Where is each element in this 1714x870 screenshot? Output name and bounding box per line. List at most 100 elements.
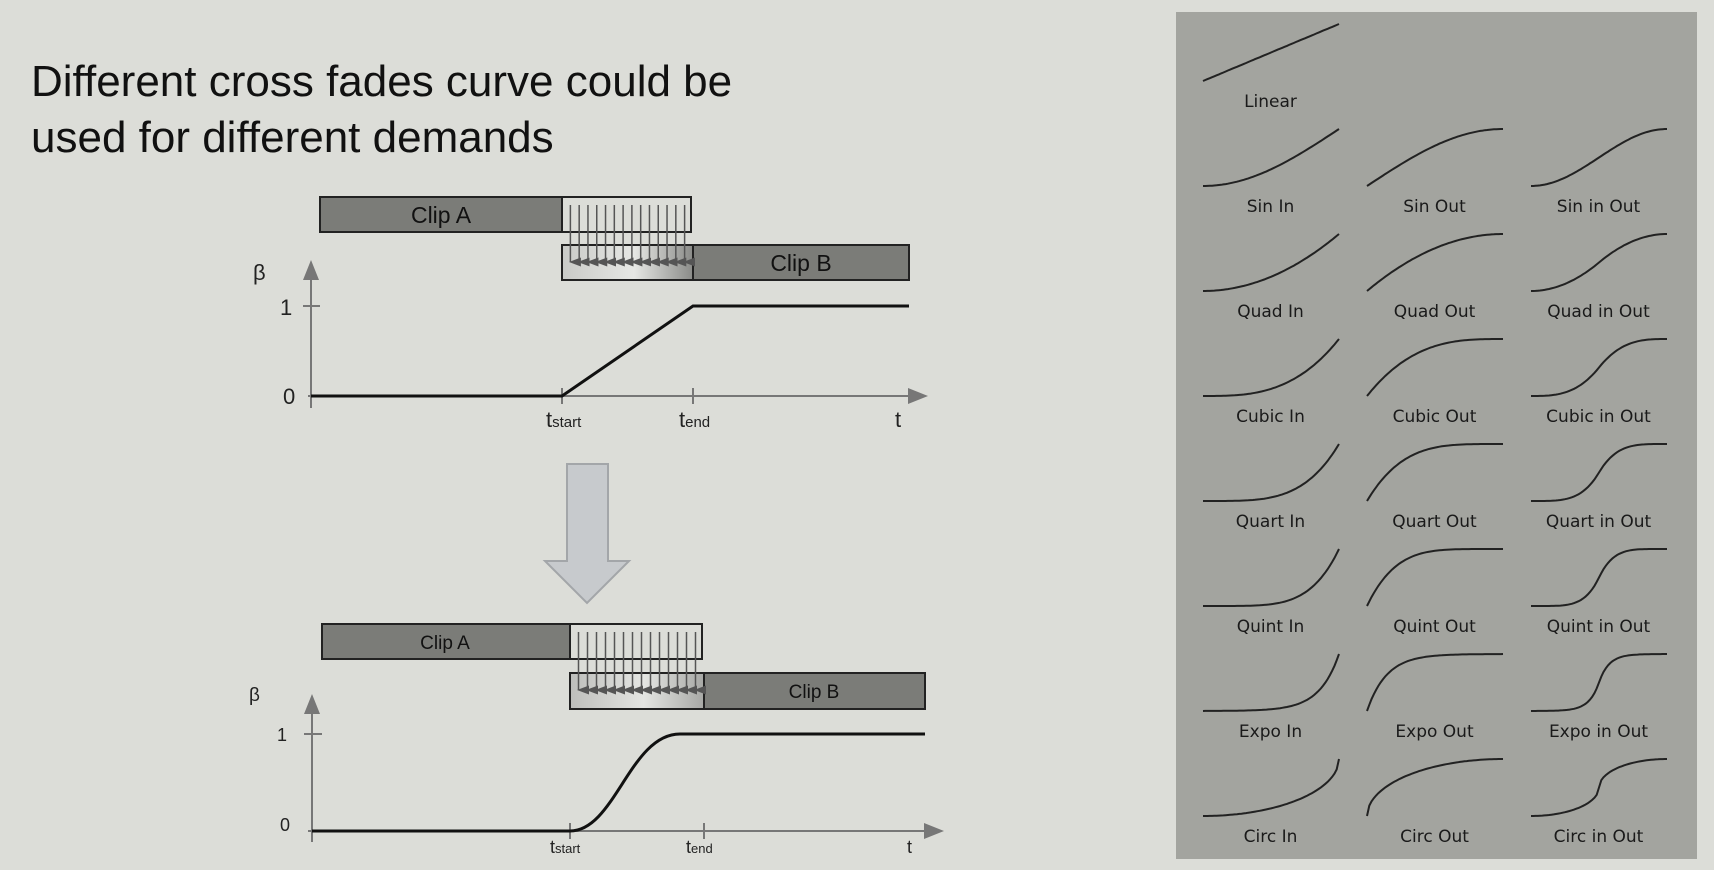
- easing-curve-quad-in: [1203, 233, 1340, 292]
- easing-label: Linear: [1244, 92, 1297, 112]
- easing-curve-expo-in: [1202, 653, 1340, 712]
- easing-cell-expo-in-out: Expo in Out: [1504, 642, 1668, 747]
- bottom-tick-0-label: 0: [280, 815, 290, 835]
- easing-label: Circ Out: [1400, 827, 1469, 847]
- bottom-fade-arrows: [577, 632, 706, 695]
- easing-label: Quad In: [1237, 302, 1304, 322]
- top-fade-arrows: [568, 205, 696, 267]
- easing-curve-quint-in: [1203, 548, 1340, 607]
- easing-cell-sin-out: Sin Out: [1340, 117, 1504, 222]
- easing-cell-sin-in: Sin In: [1176, 117, 1340, 222]
- easing-cell-quint-in: Quint In: [1176, 537, 1340, 642]
- easing-label: Quart Out: [1392, 512, 1477, 532]
- easing-cell-circ-in: Circ In: [1176, 747, 1340, 852]
- bottom-tstart-label: tstart: [550, 837, 581, 857]
- top-overlap-a: [561, 196, 692, 233]
- easing-curve-line: [1531, 338, 1667, 397]
- top-clip-a-bar: [319, 196, 563, 233]
- easing-label: Sin in Out: [1556, 197, 1641, 217]
- easing-label: Quint in Out: [1546, 617, 1651, 637]
- easing-curve-circ-in: [1203, 758, 1340, 817]
- title-line-1: Different cross fades curve could be: [31, 57, 733, 106]
- slide-title: Different cross fades curve could be use…: [31, 54, 851, 166]
- easing-label: Circ in Out: [1553, 827, 1644, 847]
- easing-curve-line: [1203, 443, 1340, 502]
- easing-curve-quart-in-out: [1531, 443, 1667, 502]
- easing-curve-line: [1366, 548, 1503, 607]
- easing-label: Expo Out: [1395, 722, 1474, 742]
- bottom-t-axis-label: t: [907, 837, 912, 857]
- top-beta-curve: [311, 304, 909, 398]
- bottom-tend-label: tend: [686, 837, 713, 857]
- bottom-overlap-a: [569, 623, 703, 660]
- easing-curve-line: [1203, 128, 1340, 187]
- easing-curve-cubic-in-out: [1531, 338, 1667, 397]
- easing-cell-circ-out: Circ Out: [1340, 747, 1504, 852]
- easing-cell-quad-in: Quad In: [1176, 222, 1340, 327]
- easing-curve-quart-in: [1203, 443, 1340, 502]
- easing-cell-quart-in-out: Quart in Out: [1504, 432, 1668, 537]
- easing-curve-cubic-in: [1203, 338, 1340, 397]
- easing-curve-quart-out: [1366, 443, 1503, 502]
- easing-curve-cubic-out: [1366, 338, 1503, 397]
- easing-curve-line: [1366, 653, 1504, 712]
- easing-cell-quad-out: Quad Out: [1340, 222, 1504, 327]
- top-clip-a-label: Clip A: [411, 202, 472, 228]
- easing-curve-line: [1531, 128, 1667, 187]
- easing-curve-line: [1202, 653, 1340, 712]
- easing-label: Circ In: [1243, 827, 1298, 847]
- easing-cell-cubic-in: Cubic In: [1176, 327, 1340, 432]
- easing-curve-line: [1531, 443, 1667, 502]
- easing-cell-circ-in-out: Circ in Out: [1504, 747, 1668, 852]
- easing-curve-line: [1366, 233, 1503, 292]
- bottom-beta-label: β: [249, 685, 260, 706]
- easing-label: Cubic in Out: [1546, 407, 1651, 427]
- easing-curve-line: [1203, 233, 1340, 292]
- easing-cell-expo-out: Expo Out: [1340, 642, 1504, 747]
- easing-label: Quad Out: [1393, 302, 1476, 322]
- easing-curve-line: [1203, 758, 1340, 817]
- easing-label: Cubic Out: [1392, 407, 1477, 427]
- easing-label: Expo in Out: [1548, 722, 1649, 742]
- top-overlap-b: [561, 244, 694, 281]
- top-clip-b-label: Clip B: [770, 250, 831, 276]
- easing-curve-line: [1531, 758, 1667, 817]
- bottom-clip-a-bar: [321, 623, 571, 660]
- crossfade-diagram: Clip A Clip B β 1 0 tstart tend t Clip A…: [249, 196, 944, 857]
- title-line-2: used for different demands: [31, 113, 554, 162]
- transition-arrow-icon: [542, 463, 632, 605]
- easing-curve-linear: [1202, 23, 1340, 82]
- easing-cell-linear: Linear: [1176, 12, 1340, 117]
- top-t-axis-label: t: [895, 407, 901, 432]
- easing-curve-circ-out: [1366, 758, 1503, 817]
- bottom-beta-curve: [312, 732, 925, 833]
- easing-label: Sin Out: [1403, 197, 1466, 217]
- easing-cell-cubic-in-out: Cubic in Out: [1504, 327, 1668, 432]
- easing-curve-line: [1531, 548, 1667, 607]
- easing-curve-line: [1202, 23, 1340, 82]
- easing-curve-line: [1366, 443, 1503, 502]
- bottom-crossfade: Clip A Clip B β 1 0 tstart tend t: [249, 623, 944, 857]
- top-crossfade: Clip A Clip B β 1 0 tstart tend t: [253, 196, 928, 432]
- top-tend-label: tend: [679, 407, 710, 432]
- easing-label: Quint In: [1236, 617, 1305, 637]
- easing-curve-line: [1366, 338, 1503, 397]
- easing-label: Expo In: [1238, 722, 1303, 742]
- easing-curve-sin-in: [1203, 128, 1340, 187]
- bottom-overlap-b: [569, 672, 705, 710]
- easing-cell-quint-out: Quint Out: [1340, 537, 1504, 642]
- top-tick-0-label: 0: [283, 384, 295, 409]
- easing-curve-quint-out: [1366, 548, 1503, 607]
- easing-curve-sin-in-out: [1531, 128, 1667, 187]
- easing-cell-quart-out: Quart Out: [1340, 432, 1504, 537]
- easing-curve-quad-in-out: [1531, 233, 1667, 292]
- top-tick-1-label: 1: [280, 295, 292, 320]
- easing-curve-expo-out: [1366, 653, 1504, 712]
- top-tstart-label: tstart: [546, 407, 582, 432]
- easing-cell-quart-in: Quart In: [1176, 432, 1340, 537]
- easing-curve-line: [1531, 233, 1667, 292]
- easing-label: Quart In: [1235, 512, 1306, 532]
- easing-curve-sin-out: [1366, 128, 1503, 187]
- easing-cell-sin-in-out: Sin in Out: [1504, 117, 1668, 222]
